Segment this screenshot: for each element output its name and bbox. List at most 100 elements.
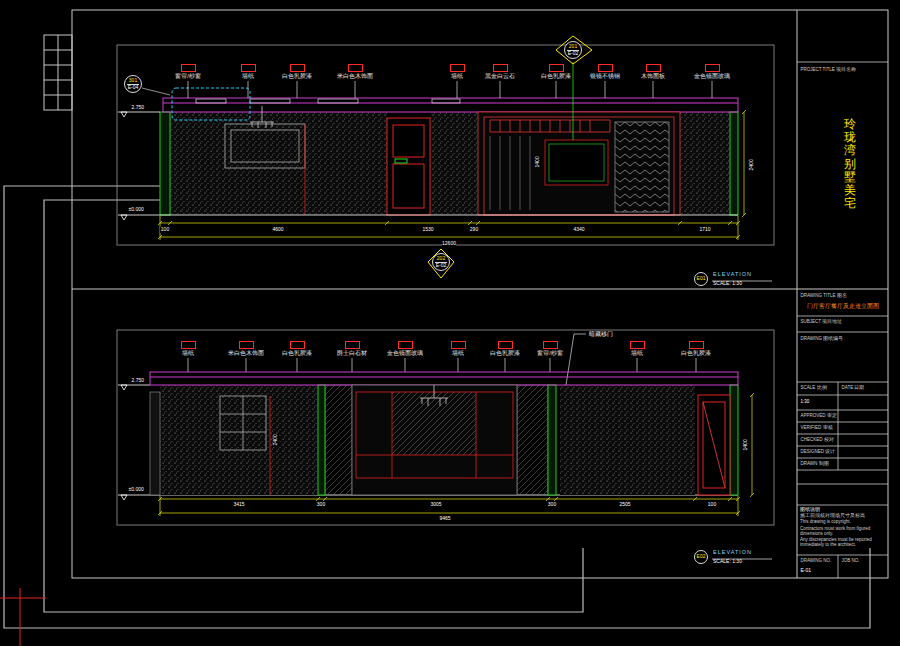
- dimension-text: 1400: [743, 439, 749, 451]
- title-block-field: SCALE 比例: [800, 385, 827, 390]
- project-name: 玲珑湾 别墅美宅: [844, 118, 856, 210]
- sheet-frame: [72, 289, 888, 290]
- material-leader: [188, 81, 712, 98]
- ceiling-fixture: [432, 99, 460, 103]
- cabinet: [220, 396, 266, 450]
- material-name: 银镜不锈钢: [590, 73, 620, 79]
- wall-finish: [150, 392, 160, 495]
- feature-wall: [356, 392, 513, 478]
- material-tag: 金色镜面玻璃: [387, 341, 423, 356]
- floor-and-level-line: [160, 215, 738, 216]
- dimension-text: 1710: [699, 227, 711, 233]
- material-tag: 米白色木饰面: [337, 64, 373, 79]
- title-block-field: CHECKED 校对: [800, 437, 834, 442]
- tv-wall: [490, 136, 530, 210]
- elevation-number: E01: [697, 276, 706, 282]
- material-name: 米白色木饰面: [228, 350, 264, 356]
- wall-finish: [517, 385, 548, 495]
- title-block-field: PROJECT TITLE 项目名称: [800, 67, 857, 72]
- title-block-field: DESIGNED 设计: [800, 449, 836, 454]
- sheet-reference: E-02: [567, 50, 580, 57]
- general-note: Any discrepancies must be reported immed…: [800, 537, 886, 547]
- material-code-box: [181, 64, 196, 72]
- door: [387, 118, 430, 215]
- dimension-line: [158, 497, 740, 515]
- dimension-text: 3005: [430, 502, 442, 508]
- wall-finish: [680, 112, 730, 215]
- drawing-number: E-01: [800, 568, 812, 574]
- material-tag: 墙纸: [450, 64, 465, 79]
- floor-and-level-line: [118, 215, 160, 220]
- title-block-field: DRAWING TITLE 图名: [800, 293, 847, 298]
- section-line: [573, 62, 574, 140]
- wall-finish: [170, 112, 387, 215]
- material-name: 墙纸: [241, 73, 256, 79]
- material-name: 白色乳胶漆: [282, 350, 312, 356]
- material-name: 白色乳胶漆: [490, 350, 520, 356]
- dimension-line: [750, 393, 754, 497]
- scale-note: SCALE: 1:30: [713, 281, 742, 287]
- dimension-text: 2400: [273, 434, 279, 446]
- ceiling-fixture: [250, 99, 290, 103]
- ceiling-band: [150, 377, 738, 378]
- ceiling-band: [163, 98, 738, 112]
- tv-wall: [478, 112, 680, 215]
- tv-wall: [478, 112, 680, 215]
- title-block-rules: [797, 62, 888, 578]
- tv-wall: [490, 120, 610, 132]
- xref-frame: [44, 200, 583, 612]
- dimension-text: 100: [707, 502, 716, 508]
- xref-frame: [4, 186, 870, 628]
- material-name: 窗帘/纱窗: [537, 350, 563, 356]
- sheet-frame: [72, 10, 888, 578]
- feature-wall: [392, 392, 476, 455]
- dimension-text: 4600: [272, 227, 284, 233]
- material-tag: 木饰面板: [641, 64, 665, 79]
- title-block-field: DRAWN 制图: [800, 461, 829, 466]
- general-note: Contractors must work from figured dimen…: [800, 526, 886, 536]
- level-mark: ±0.000: [128, 207, 144, 213]
- material-tag: 银镜不锈钢: [590, 64, 620, 79]
- wall-finish: [325, 385, 352, 495]
- material-tag: 墙纸: [451, 341, 466, 356]
- door: [393, 125, 424, 157]
- xref-frame: [0, 588, 46, 646]
- cabinet: [220, 396, 270, 495]
- material-code-box: [290, 341, 305, 349]
- dimension-text: 300: [547, 502, 556, 508]
- wall-finish: [430, 112, 478, 215]
- material-tag: 黑金白云石: [485, 64, 515, 79]
- material-code-box: [451, 341, 466, 349]
- material-tag: 白色乳胶漆: [541, 64, 571, 79]
- material-name: 墙纸: [630, 350, 645, 356]
- material-code-box: [646, 64, 661, 72]
- material-code-box: [241, 64, 256, 72]
- material-tag: 爵士白石材: [337, 341, 367, 356]
- curtain-column: [318, 385, 325, 495]
- material-tag: 白色乳胶漆: [681, 341, 711, 356]
- wall-mirror: [225, 124, 305, 168]
- material-name: 墙纸: [451, 350, 466, 356]
- wall-finish: [560, 385, 695, 495]
- material-name: 墙纸: [450, 73, 465, 79]
- title-block-field: SUBJECT 项目地址: [800, 319, 843, 324]
- dimension-text: 1530: [422, 227, 434, 233]
- dimension-line: [160, 496, 738, 516]
- dimension-line: [160, 216, 738, 240]
- xref-frame: [4, 186, 870, 628]
- elevation-outline: [117, 330, 774, 525]
- dimension-text: 100: [160, 227, 169, 233]
- curtain-column: [160, 112, 170, 215]
- material-code-box: [689, 341, 704, 349]
- dimension-text: 290: [469, 227, 478, 233]
- sheet-frame: [797, 10, 798, 578]
- dimension-line: [158, 221, 740, 239]
- door: [698, 395, 730, 495]
- floor-and-level-line: [118, 385, 150, 390]
- sheet-frame: [44, 35, 72, 110]
- elevation-number: E02: [697, 554, 706, 560]
- feature-wall: [420, 385, 448, 406]
- ceiling-band: [163, 98, 738, 112]
- general-note: 图纸说明: [800, 507, 886, 512]
